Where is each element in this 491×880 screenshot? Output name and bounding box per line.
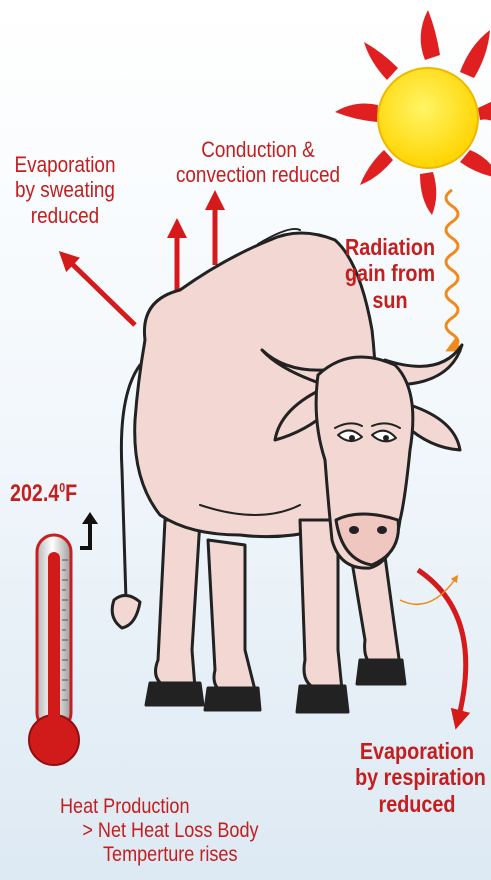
sweat-line-3: reduced <box>9 203 121 228</box>
heat-line-1: Heat Production <box>60 795 259 819</box>
temperature-unit: F <box>65 480 77 507</box>
temperature-value: 202.4 <box>10 480 59 507</box>
rad-line-2: gain from <box>335 260 445 286</box>
resp-line-2: by respiration <box>355 764 479 790</box>
cond-line-1: Conduction & <box>172 137 344 162</box>
heat-line-3: Temperture rises <box>60 843 259 867</box>
radiation-gain-label: Radiation gain from sun <box>335 234 445 313</box>
sweat-arrow <box>66 258 135 325</box>
conduction-convection-label: Conduction & convection reduced <box>172 137 344 188</box>
sun-icon <box>335 10 491 215</box>
rad-line-3: sun <box>335 287 445 313</box>
cond-line-2: convection reduced <box>172 162 344 187</box>
body-temperature-label: 202.40F <box>10 480 77 508</box>
resp-line-1: Evaporation <box>355 738 479 764</box>
evaporation-sweating-label: Evaporation by sweating reduced <box>9 152 121 228</box>
thermometer-icon <box>29 535 79 765</box>
resp-line-3: reduced <box>355 791 479 817</box>
heat-line-2: > Net Heat Loss Body <box>60 819 259 843</box>
heat-production-note: Heat Production > Net Heat Loss Body Tem… <box>60 795 259 867</box>
evaporation-respiration-label: Evaporation by respiration reduced <box>355 738 479 817</box>
sweat-line-2: by sweating <box>9 177 121 202</box>
sweat-line-1: Evaporation <box>9 152 121 177</box>
respiration-arrow <box>418 570 466 720</box>
rad-line-1: Radiation <box>335 234 445 260</box>
temperature-up-arrow <box>80 512 98 548</box>
radiation-wave <box>446 190 458 348</box>
